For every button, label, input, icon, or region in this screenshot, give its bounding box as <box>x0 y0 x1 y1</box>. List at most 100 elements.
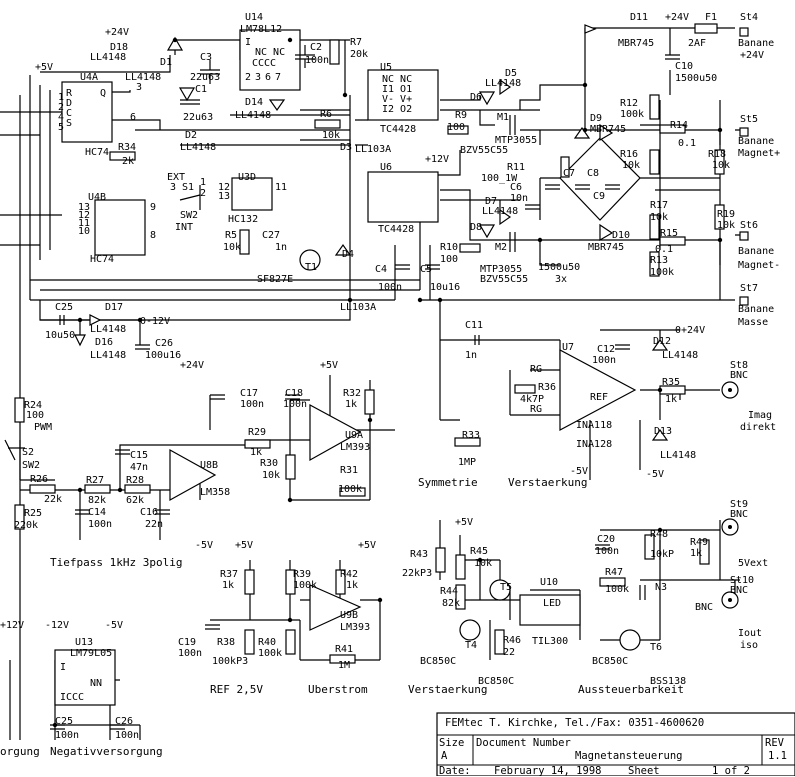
label: 2 <box>245 72 251 83</box>
label: C25 <box>55 716 73 727</box>
section-tiefpass: Tiefpass 1kHz 3polig <box>50 556 182 569</box>
label: R38 <box>217 637 235 648</box>
label: R34 <box>118 142 136 153</box>
component-labels: +24V D18 LL4148 D1 U14 LM78L12 I NC NC C… <box>0 12 735 741</box>
label: HC132 <box>228 214 258 225</box>
label: 100n <box>595 546 619 557</box>
label: 10k <box>712 160 730 171</box>
label: D13 <box>654 426 672 437</box>
label: 100 <box>440 254 458 265</box>
label: R45 <box>470 546 488 557</box>
section-ueberstrom: Uberstrom <box>308 683 368 696</box>
st5-type: Banane <box>738 136 774 147</box>
junctions <box>52 37 723 728</box>
st4-type: Banane <box>738 38 774 49</box>
u9a-opamp <box>309 403 362 462</box>
label: 5 <box>58 122 64 133</box>
label: RG <box>530 404 542 415</box>
title-sheet: 1 of 2 <box>712 765 750 777</box>
label: 2 <box>58 102 64 113</box>
label: T4 <box>465 640 477 651</box>
label: 1MP <box>458 457 476 468</box>
st5-signal: Magnet+ <box>738 148 780 159</box>
label: +24V <box>665 12 689 23</box>
label: F1 <box>705 12 717 23</box>
label: R42 <box>340 569 358 580</box>
label: R32 <box>343 388 361 399</box>
label: C5 <box>420 264 432 275</box>
label: SW2 <box>180 210 198 221</box>
u4b-box <box>94 199 146 256</box>
label: R18 <box>708 149 726 160</box>
label: LL103A <box>340 302 376 313</box>
label: 82k <box>442 598 460 609</box>
label: T1 <box>305 262 317 273</box>
label: I1 O1 <box>382 84 412 95</box>
label: HC74 <box>90 254 114 265</box>
label: NC NC <box>382 74 412 85</box>
label: R40 <box>258 637 276 648</box>
label: C27 <box>262 230 280 241</box>
label: 100k <box>650 267 674 278</box>
label: C4 <box>375 264 387 275</box>
label: U7 <box>562 342 574 353</box>
label: NC NC <box>255 47 285 58</box>
label: 0-12V <box>140 316 170 327</box>
label: C26 <box>115 716 133 727</box>
label: 10k <box>622 160 640 171</box>
label: R39 <box>293 569 311 580</box>
label: D5 <box>505 68 517 79</box>
label: MTP3055 <box>480 264 522 275</box>
label: C7 <box>563 168 575 179</box>
label: 100u16 <box>145 350 181 361</box>
label: -5V <box>105 620 123 631</box>
section-ref: REF 2,5V <box>210 683 263 696</box>
title-rev-label: REV <box>765 737 784 749</box>
label: D10 <box>612 230 630 241</box>
label: D <box>66 98 72 109</box>
label: R29 <box>248 427 266 438</box>
label: LL4148 <box>662 350 698 361</box>
label: +5V <box>455 517 473 528</box>
label: HC74 <box>85 147 109 158</box>
title-sheet-label: Sheet <box>628 765 660 777</box>
title-rev: 1.1 <box>768 750 787 762</box>
label: -5V <box>646 469 664 480</box>
title-date: February 14, 1998 <box>494 765 602 777</box>
label: D8 <box>470 222 482 233</box>
label: R41 <box>335 644 353 655</box>
label: 10u50 <box>45 330 75 341</box>
label: 10 <box>78 226 90 237</box>
label: LL4148 <box>90 52 126 63</box>
label: MBR745 <box>590 124 626 135</box>
st9-type: BNC <box>730 509 748 520</box>
label: 100_1W <box>481 173 518 184</box>
section-aussteuer: Aussteuerbarkeit <box>578 683 684 696</box>
st6-type: Banane <box>738 246 774 257</box>
label: LL103A <box>355 144 391 155</box>
section-negativ: Negativversorgung <box>50 745 163 758</box>
label: 12 <box>78 210 90 221</box>
label: R12 <box>620 98 638 109</box>
label: U4B <box>88 192 106 203</box>
label: NN <box>90 678 102 689</box>
label: R28 <box>126 475 144 486</box>
label: R15 <box>660 228 678 239</box>
title-docnum: Magnetansteuerung <box>575 750 683 762</box>
label: C6 <box>510 182 522 193</box>
label: 2k <box>122 156 134 167</box>
label: C26 <box>155 338 173 349</box>
label: D4 <box>342 249 354 260</box>
label: LL4148 <box>485 78 521 89</box>
label: 100k <box>293 580 317 591</box>
st8-signal-1: Imag <box>748 410 772 421</box>
label: 0.1 <box>655 244 673 255</box>
label: 47n <box>130 462 148 473</box>
label: 100k <box>605 584 629 595</box>
label: C3 <box>200 52 212 63</box>
label: 10u16 <box>430 282 460 293</box>
label: U3D <box>238 172 256 183</box>
label: I2 O2 <box>382 104 412 115</box>
label: TIL300 <box>532 636 568 647</box>
